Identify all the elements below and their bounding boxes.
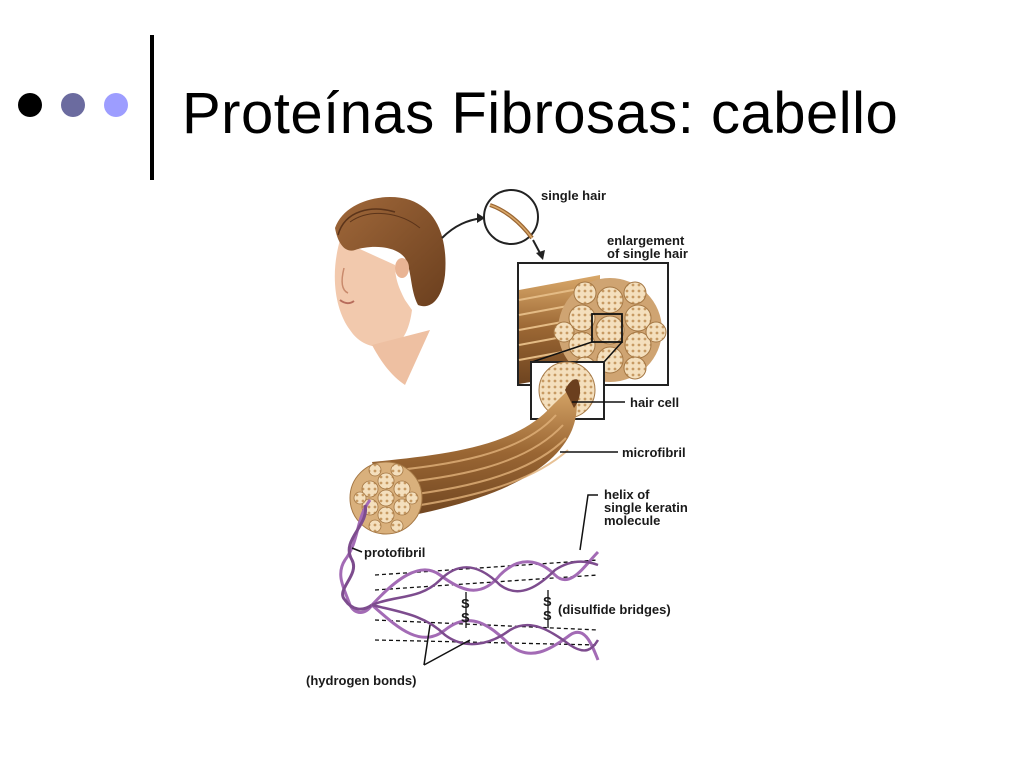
- sulfur-atom: S: [543, 608, 552, 623]
- bullet-dot-black: [18, 93, 42, 117]
- sulfur-atom: S: [461, 596, 470, 611]
- label-disulfide: (disulfide bridges): [558, 602, 671, 617]
- label-enlargement-2: of single hair: [607, 246, 688, 261]
- title-bullet-dots: [18, 93, 138, 119]
- label-hydrogen: (hydrogen bonds): [306, 673, 417, 688]
- sulfur-atom: S: [461, 610, 470, 625]
- label-protofibril: protofibril: [364, 545, 425, 560]
- microfibril-bundle: [349, 379, 581, 535]
- leader-lines: [351, 401, 625, 666]
- label-helix-3: molecule: [604, 513, 660, 528]
- bullet-dot-slate: [61, 93, 85, 117]
- label-helix-2: single keratin: [604, 500, 688, 515]
- label-microfibril: microfibril: [622, 445, 686, 460]
- label-helix-1: helix of: [604, 487, 650, 502]
- arrow-head-to-hair: [441, 217, 483, 239]
- label-single-hair: single hair: [541, 188, 606, 203]
- label-hair-cell: hair cell: [630, 395, 679, 410]
- sulfur-atom: S: [543, 594, 552, 609]
- head-illustration: [334, 197, 446, 385]
- slide-title: Proteínas Fibrosas: cabello: [182, 81, 899, 146]
- single-hair-magnifier: [483, 189, 539, 245]
- title-divider: [150, 35, 154, 180]
- keratin-helix: [370, 550, 600, 661]
- protofibril-strand: [339, 499, 374, 614]
- bullet-dot-lavender: [104, 93, 128, 117]
- label-enlargement-1: enlargement: [607, 233, 685, 248]
